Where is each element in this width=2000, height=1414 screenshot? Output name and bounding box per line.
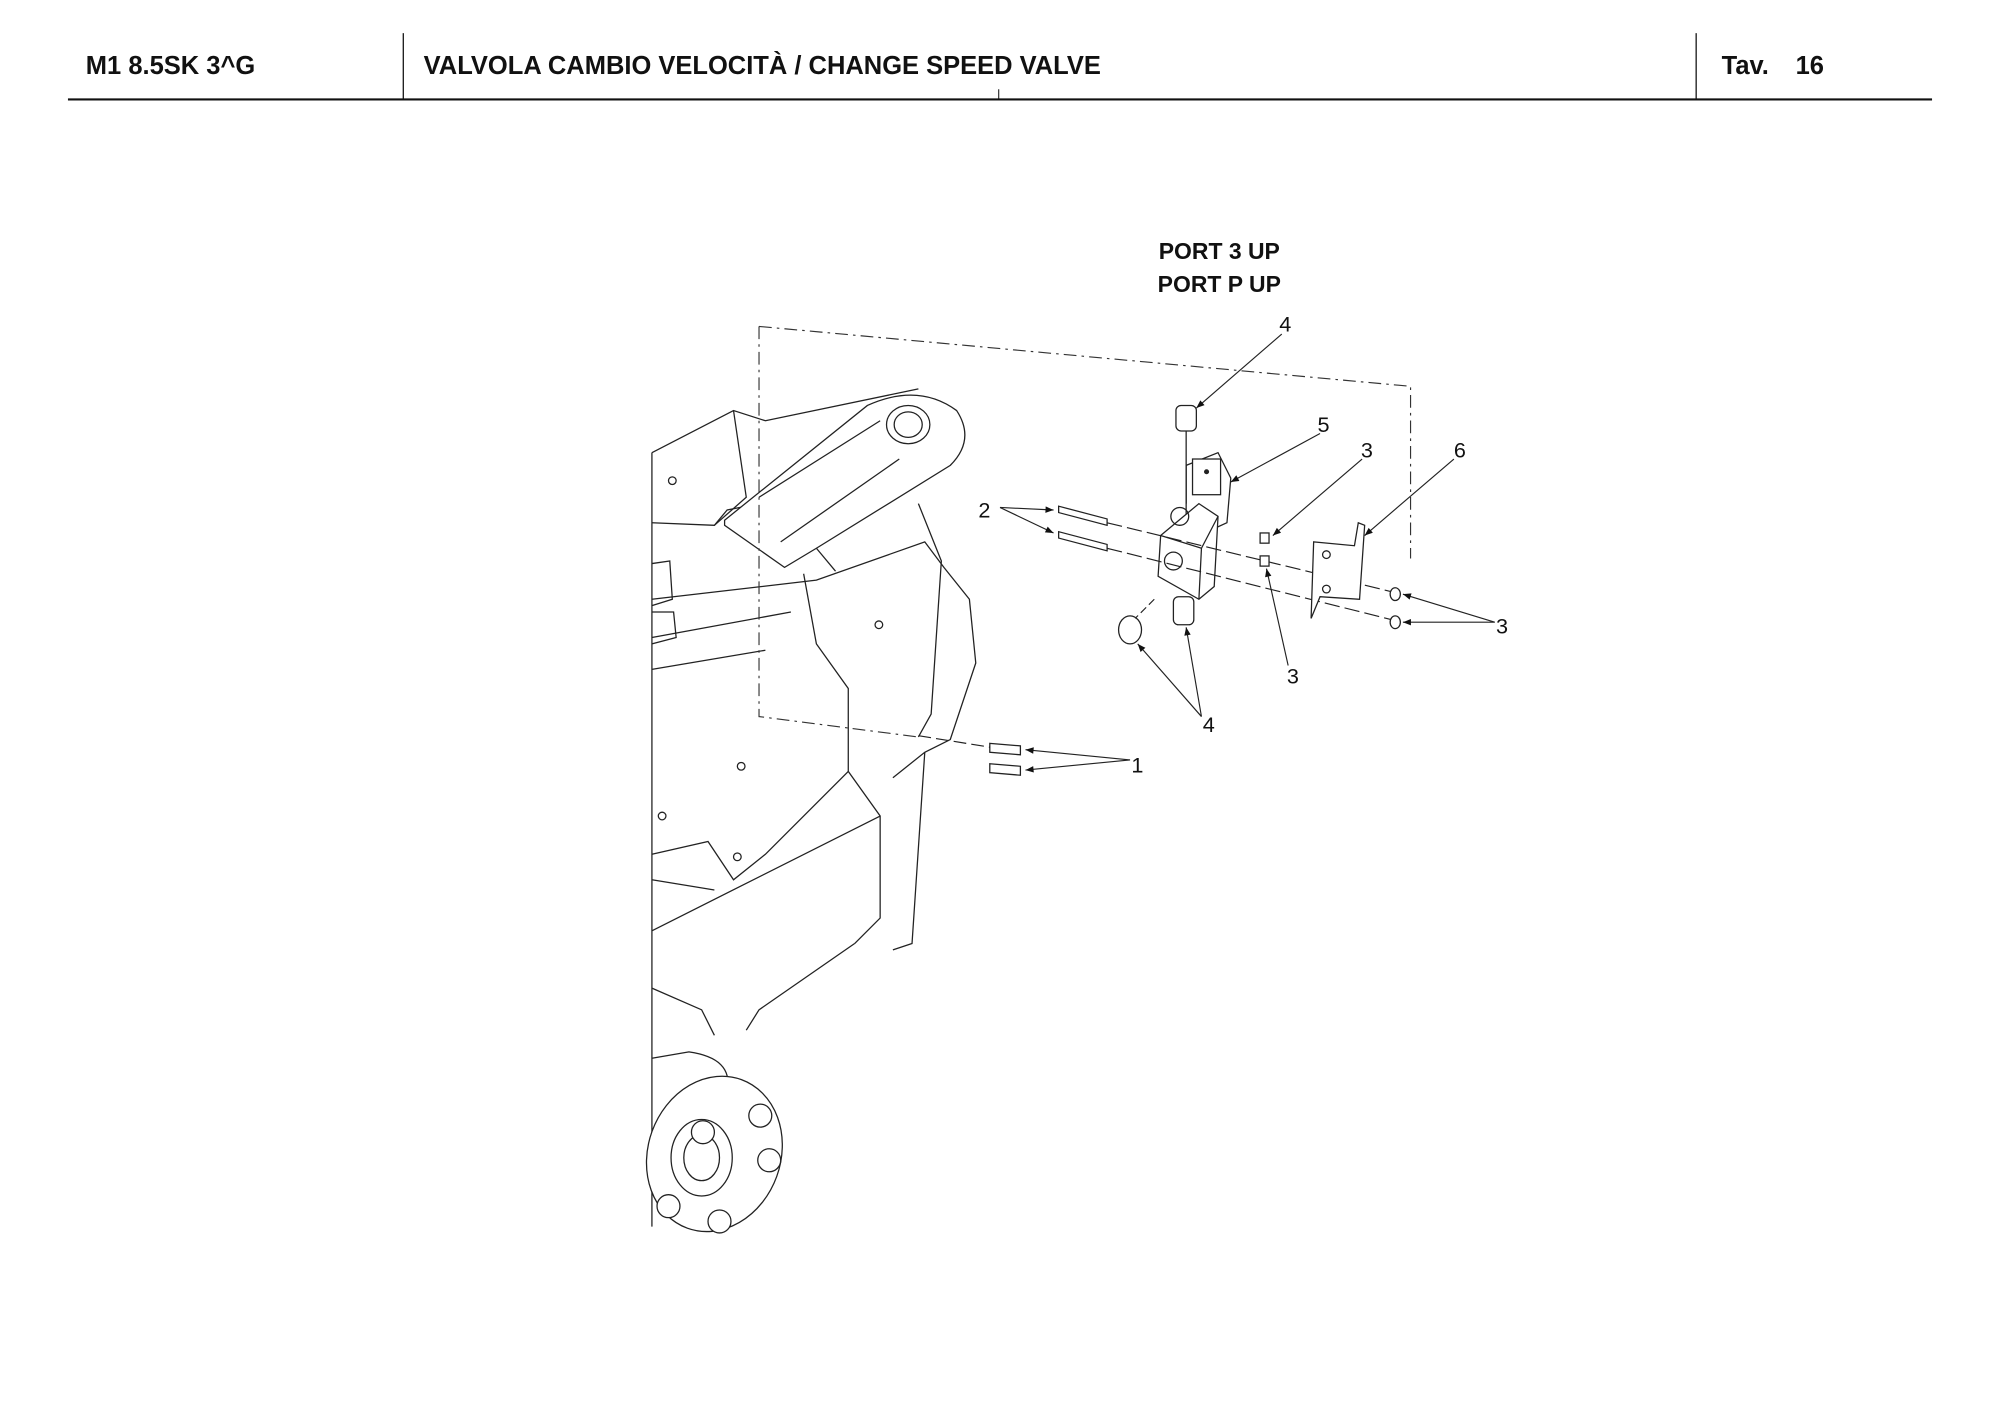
callout-3-bottom: 3 [1287,663,1299,688]
callout-6: 6 [1454,438,1466,463]
valve-assembly-drawing [918,404,1401,776]
table-label: Tav. [1722,52,1769,80]
callout-2: 2 [978,498,990,523]
note-port-3-up: PORT 3 UP [1159,238,1280,264]
callout-5: 5 [1317,412,1329,437]
note-port-p-up: PORT P UP [1158,271,1281,297]
model-code: M1 8.5SK 3^G [86,52,255,80]
callout-4-bottom: 4 [1203,712,1215,737]
title-block: M1 8.5SK 3^G VALVOLA CAMBIO VELOCITÀ / C… [67,33,1933,101]
callout-3-right: 3 [1496,614,1508,639]
callout-4-top: 4 [1279,312,1291,337]
assembly-envelope [758,325,1412,738]
callout-1: 1 [1131,753,1143,778]
page-title: VALVOLA CAMBIO VELOCITÀ / CHANGE SPEED V… [424,51,1101,80]
callout-3-top: 3 [1361,438,1373,463]
callout-leaders [999,333,1495,773]
table-number: 16 [1796,52,1824,80]
chassis-frame-drawing [645,388,977,1234]
